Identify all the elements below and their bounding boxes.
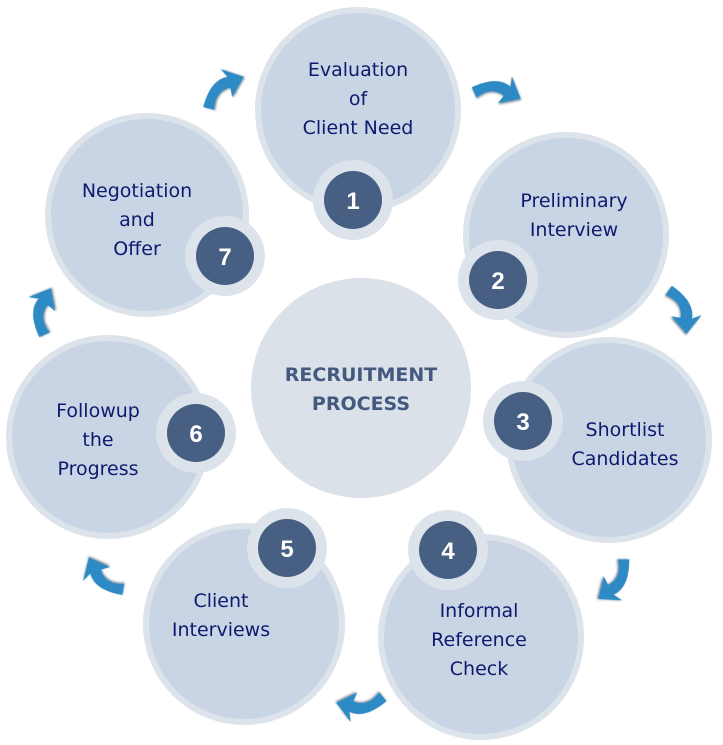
step-number: 6 (189, 421, 202, 448)
arrow-shape (203, 69, 244, 110)
step-circle (12, 341, 204, 533)
step-number: 5 (280, 536, 293, 563)
center-title-line-2: PROCESS (312, 393, 410, 415)
flow-arrow-icon (83, 557, 125, 596)
arrow-shape (28, 288, 56, 338)
step-label-line: Progress (57, 458, 138, 480)
step-number-badge (196, 227, 254, 285)
arrow-shape (336, 692, 387, 723)
center-title-line-1: RECRUITMENT (285, 364, 437, 386)
step-label-line: and (119, 209, 155, 231)
step-label-line: Client Need (303, 117, 414, 139)
step-label-line: Offer (113, 238, 161, 260)
step-label-line: Reference (431, 629, 527, 651)
step-circle (261, 13, 455, 207)
flow-arrow-icon (203, 69, 244, 110)
step-number-badge (324, 171, 382, 229)
step-circle (512, 343, 706, 537)
step-number: 2 (491, 268, 504, 295)
step-number-badge (167, 404, 225, 462)
flow-arrow-icon (471, 76, 521, 104)
center-node: RECRUITMENT PROCESS (251, 278, 471, 498)
step-label-line: Negotiation (82, 180, 192, 202)
step-number: 3 (516, 409, 529, 436)
step-label-line: Preliminary (520, 190, 627, 212)
step-label-line: Evaluation (308, 59, 408, 81)
step-label-line: Candidates (571, 448, 678, 470)
step-number-badge (419, 521, 477, 579)
arrow-shape (665, 285, 702, 334)
step-number-badge (469, 251, 527, 309)
flow-arrow-icon (336, 692, 387, 723)
step-label-line: Interview (530, 219, 618, 241)
center-circle (251, 278, 471, 498)
arrow-shape (471, 76, 521, 104)
step-label-line: Followup (56, 400, 140, 422)
step-label-line: of (349, 88, 369, 110)
arrow-shape (598, 559, 630, 601)
flow-arrow-icon (28, 288, 56, 338)
step-label-line: Client (193, 590, 248, 612)
step-circle (384, 540, 578, 734)
step-label-line: Shortlist (586, 419, 665, 441)
step-number: 4 (441, 538, 455, 565)
flow-arrow-icon (598, 559, 630, 601)
step-label-line: Check (450, 658, 508, 680)
step-number-badge (494, 392, 552, 450)
step-number: 7 (218, 244, 231, 271)
arrows-layer (28, 69, 702, 723)
step-number: 1 (346, 188, 359, 215)
step-label-line: the (82, 429, 113, 451)
step-number-badge (258, 519, 316, 577)
flow-arrow-icon (665, 285, 702, 334)
step-label-line: Interviews (172, 619, 270, 641)
step-label-line: Informal (440, 600, 519, 622)
arrow-shape (83, 557, 125, 596)
